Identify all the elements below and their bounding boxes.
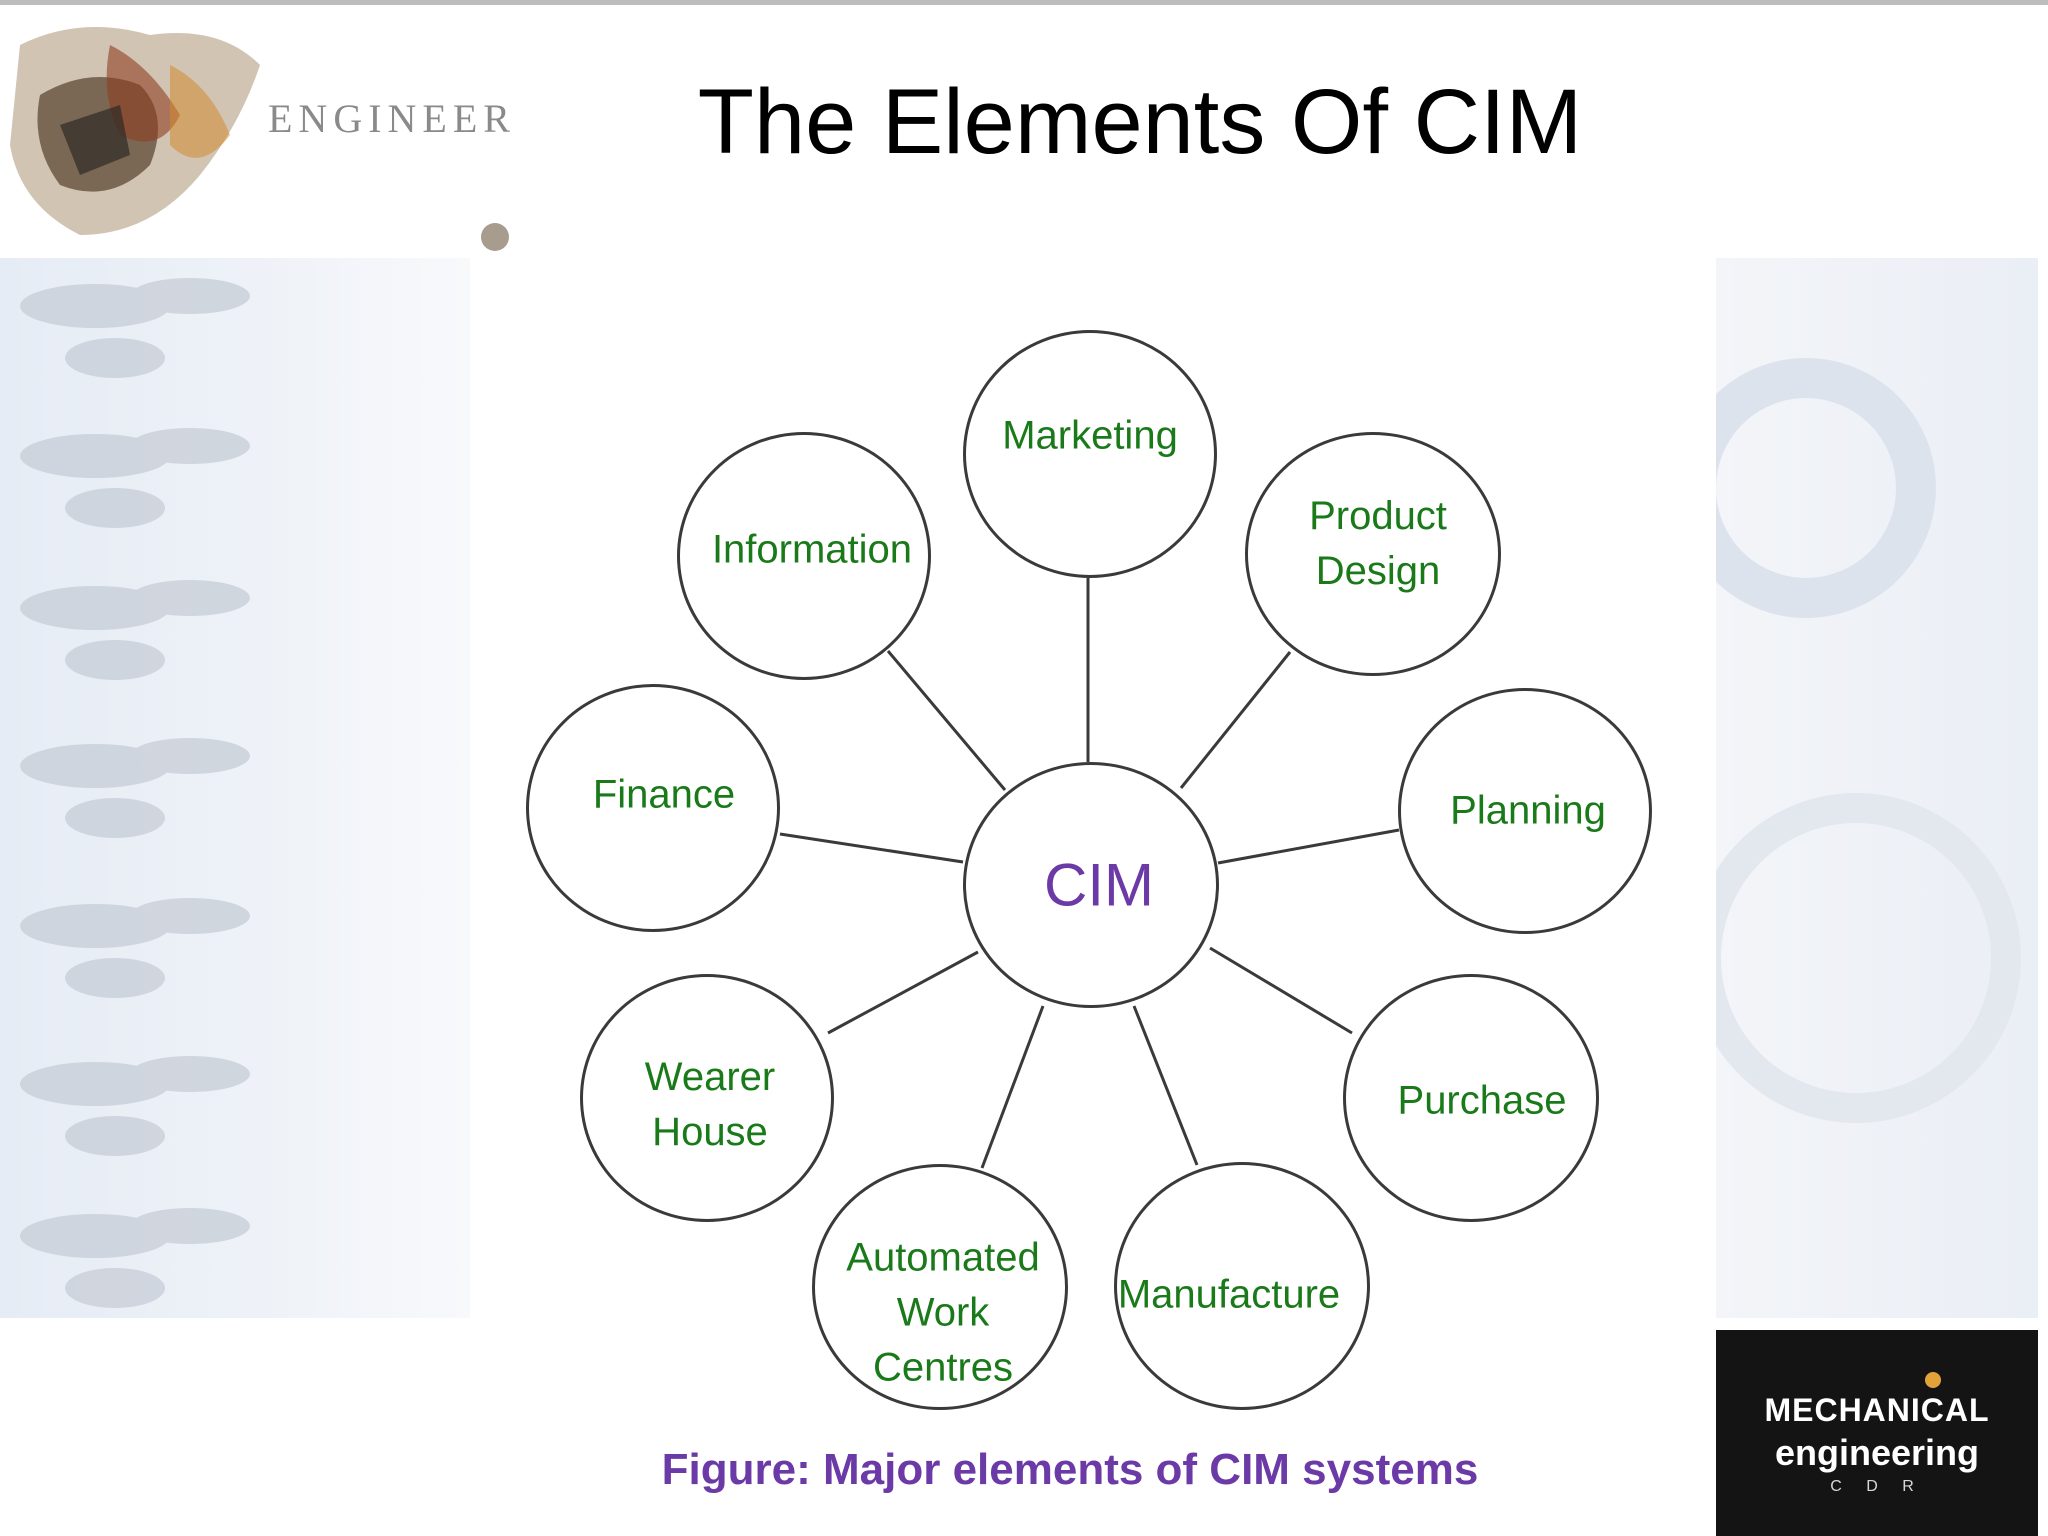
node-label-planning: Planning [1450, 788, 1606, 833]
logo-wordmark: ENGINEER [268, 96, 516, 141]
right-decorative-panel [1676, 258, 2038, 1318]
node-information [677, 432, 931, 680]
connector-lines [779, 578, 1400, 1169]
gears-icon [20, 278, 250, 1308]
node-label-information: Information [711, 527, 913, 572]
connector-manufacture [1132, 1005, 1199, 1166]
node-marketing [963, 330, 1217, 578]
node-label-finance: Finance [592, 772, 736, 817]
hub-circle [963, 762, 1219, 1008]
large-gear-icon [1676, 358, 2021, 1123]
hub-label: CIM [1044, 851, 1154, 919]
node-automated-work-centres [812, 1164, 1068, 1410]
node-wearer-house [580, 974, 834, 1222]
brand-badge: MECHANICAL engineering C D R [1716, 1330, 2038, 1536]
connector-finance [779, 832, 964, 864]
splash-art-icon [10, 27, 509, 251]
node-planning [1398, 688, 1652, 934]
connector-planning [1217, 828, 1400, 865]
brand-gear-icon [1925, 1372, 1941, 1388]
node-label-manufacture: Manufacture [1117, 1272, 1341, 1317]
node-manufacture [1114, 1162, 1370, 1410]
cim-diagram: CIM Marketing Product Design Planning Pu… [470, 258, 1716, 1418]
slide-title: The Elements Of CIM [697, 71, 1583, 173]
node-label-product-design: Product Design [1309, 494, 1447, 593]
gear-pattern-strip [0, 258, 470, 1318]
engineer-logo-image: ENGINEER [0, 5, 560, 255]
connector-information [886, 650, 1007, 791]
node-finance [526, 684, 780, 932]
brand-line-mechanical: MECHANICAL [1764, 1392, 1990, 1428]
node-label-automated-work-centres: Automated Work Centres [846, 1235, 1040, 1390]
node-purchase [1343, 974, 1599, 1222]
top-rule [0, 0, 2048, 5]
node-label-purchase: Purchase [1397, 1078, 1567, 1123]
node-product-design [1245, 432, 1501, 676]
connector-purchase [1209, 946, 1353, 1035]
connector-product-design [1179, 651, 1292, 789]
brand-line-engineering: engineering [1774, 1432, 1980, 1473]
connector-wearer-house [827, 950, 979, 1035]
figure-caption: Figure: Major elements of CIM systems [661, 1445, 1479, 1494]
connector-automated-work-centres [980, 1005, 1045, 1169]
node-label-wearer-house: Wearer House [644, 1055, 776, 1154]
node-label-marketing: Marketing [1002, 413, 1178, 458]
brand-line-cdr: C D R [1830, 1478, 1924, 1495]
